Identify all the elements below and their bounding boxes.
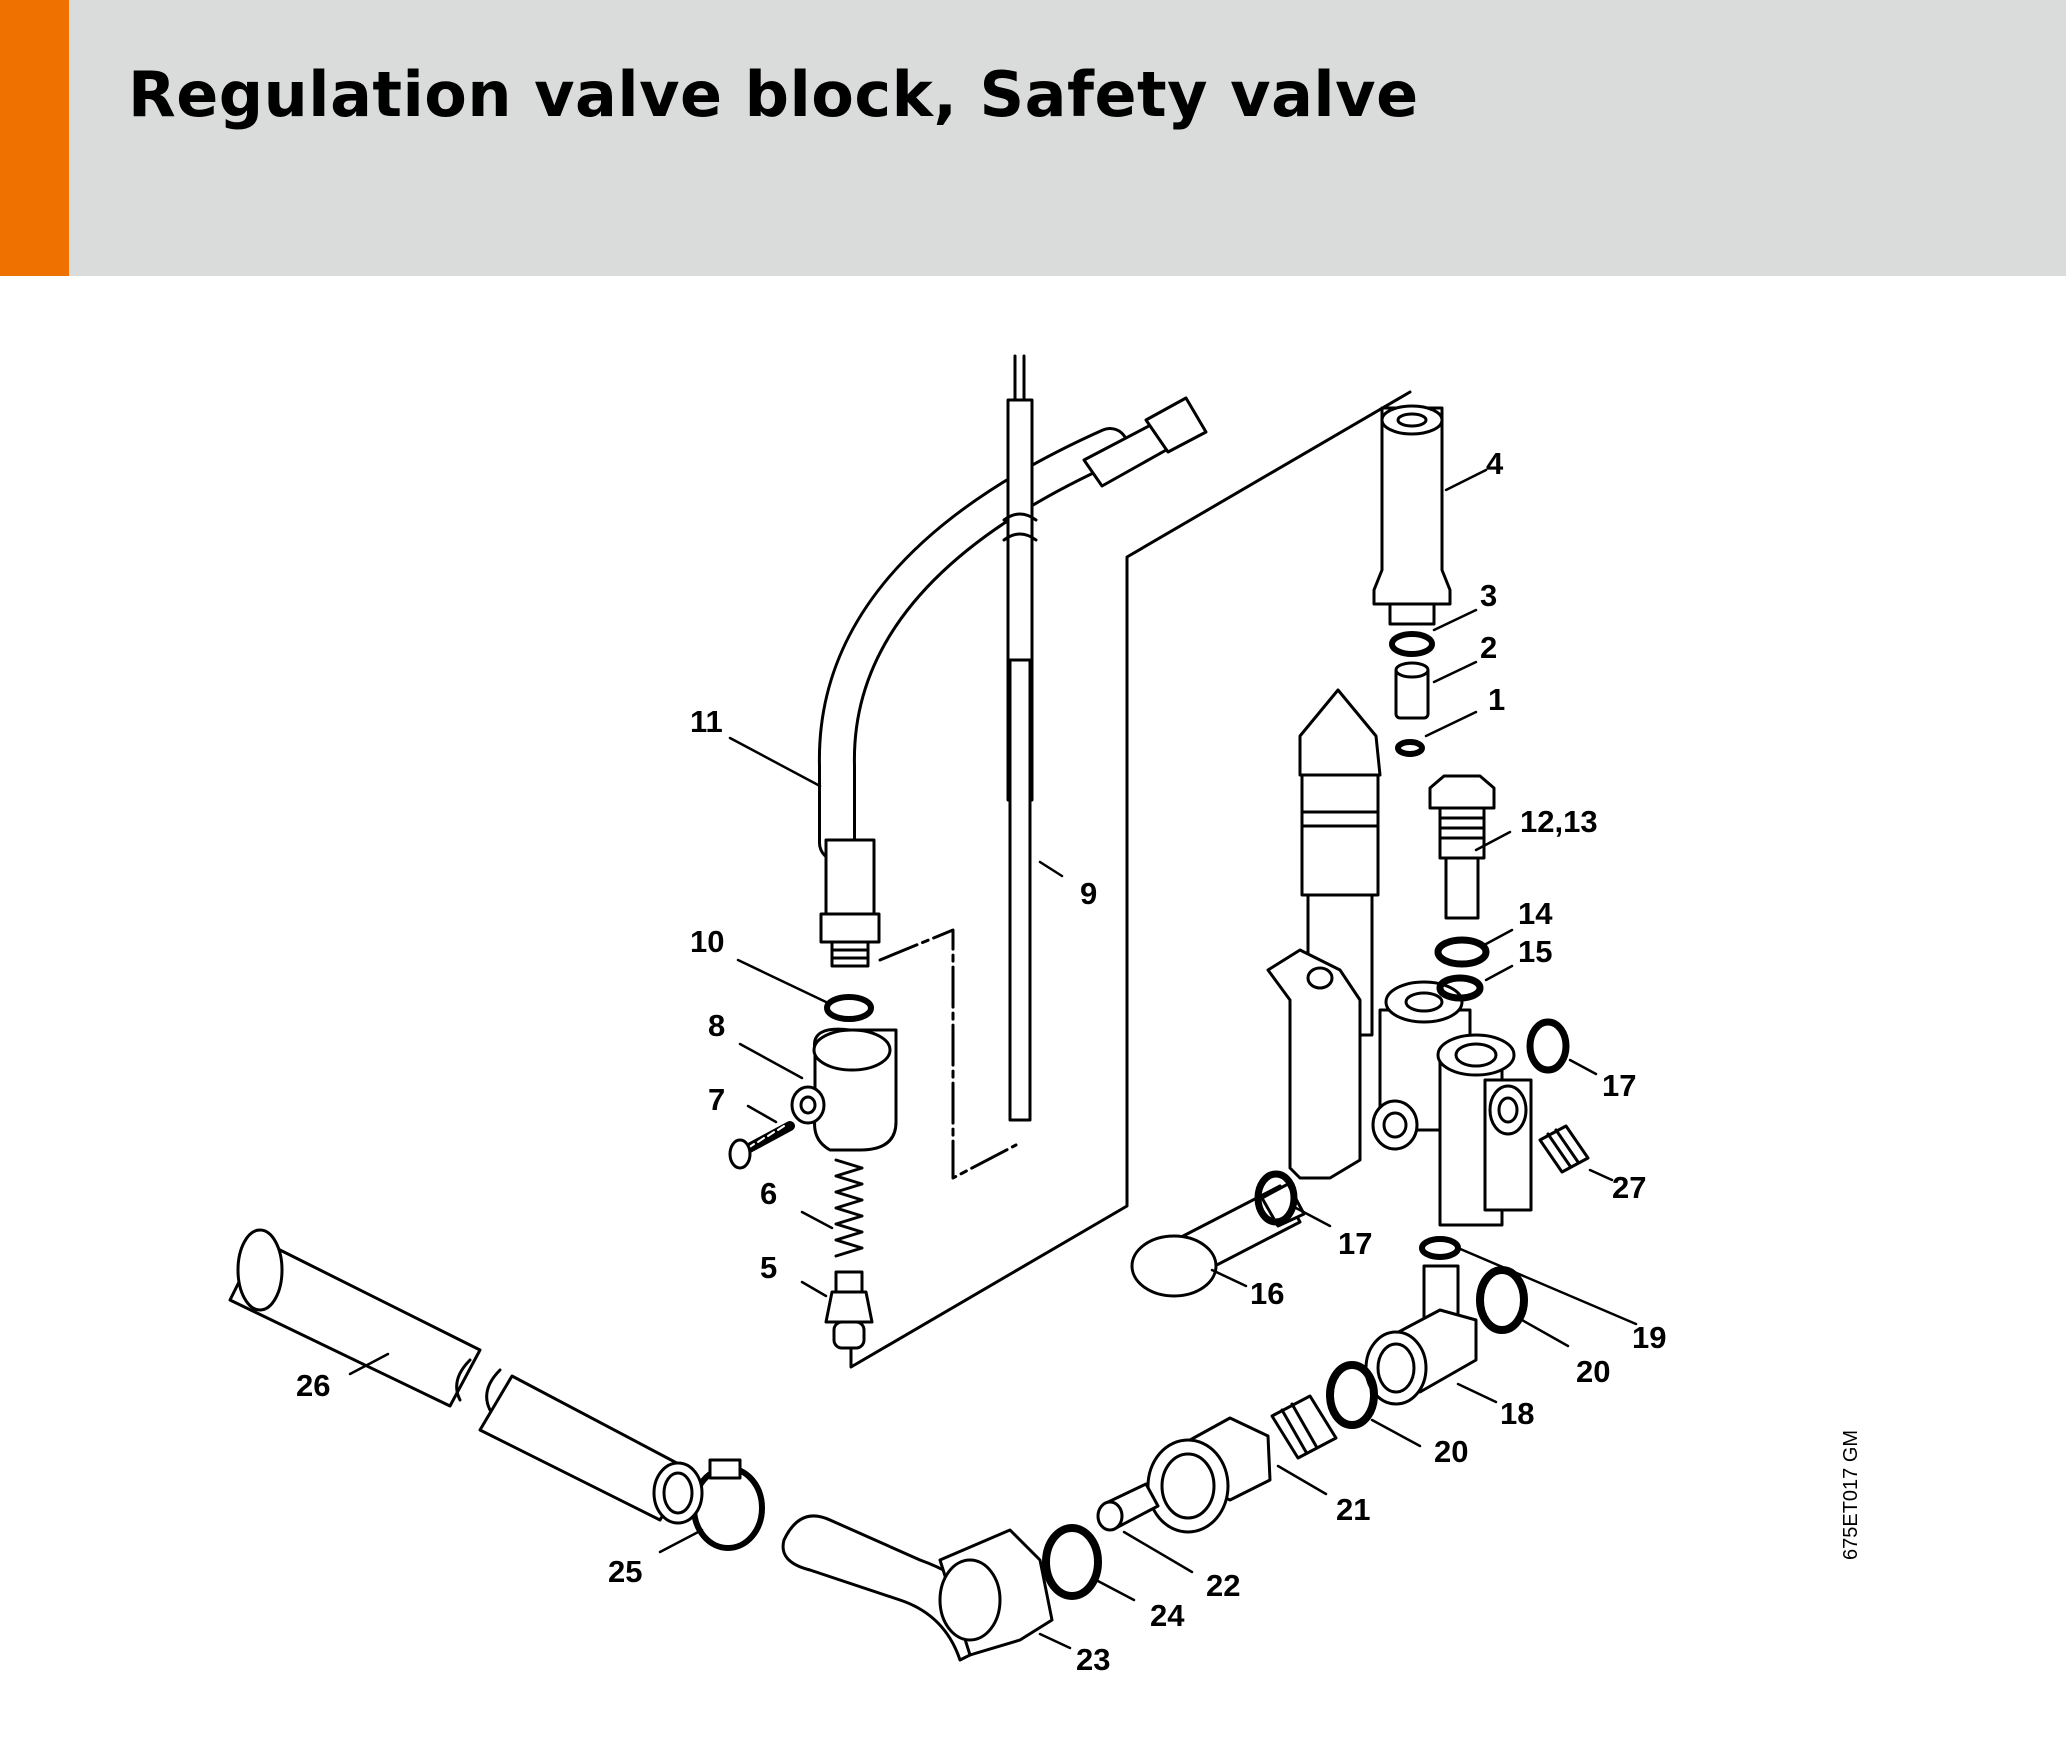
- callout-20-lower: 20: [1434, 1434, 1468, 1469]
- callout-19: 19: [1632, 1320, 1666, 1355]
- callout-23: 23: [1076, 1642, 1110, 1677]
- callout-2: 2: [1480, 630, 1497, 665]
- page-title: Regulation valve block, Safety valve: [128, 58, 1419, 131]
- valve-block-body: [1266, 688, 1533, 1227]
- page-header: Regulation valve block, Safety valve: [0, 0, 2066, 276]
- part-5-valve-insert: [824, 1270, 874, 1350]
- assembly-bracket-small: [878, 928, 1018, 1180]
- callout-4: 4: [1486, 446, 1504, 481]
- part-1-o-ring: [1395, 739, 1425, 757]
- part-9-probe: [1002, 354, 1038, 1122]
- callout-18: 18: [1500, 1396, 1534, 1431]
- part-6-spring: [834, 1158, 864, 1258]
- callout-24: 24: [1150, 1598, 1185, 1633]
- callout-9: 9: [1080, 876, 1097, 911]
- part-14-o-ring: [1434, 936, 1490, 968]
- part-4-accumulator: [1372, 404, 1452, 626]
- part-18-elbow: [1364, 1264, 1478, 1406]
- part-7-screw: [728, 1121, 795, 1170]
- part-25-hose-clamp: [691, 1458, 765, 1551]
- part-26-suction-hose: [228, 1228, 704, 1525]
- part-2-piston: [1394, 661, 1430, 720]
- callout-1: 1: [1488, 682, 1505, 717]
- callout-12-13: 12,13: [1520, 804, 1598, 839]
- callout-16: 16: [1250, 1276, 1284, 1311]
- part-11-hose: [817, 396, 1208, 968]
- callout-17-left: 17: [1338, 1226, 1372, 1261]
- callout-labels: 1 2 3 4 5 6 7 8 9 10 11 12,13 14 15 16 1…: [296, 446, 1666, 1677]
- part-3-o-ring: [1389, 631, 1435, 657]
- callout-21: 21: [1336, 1492, 1370, 1527]
- assembly-bracket: [849, 390, 1412, 1369]
- part-20-o-ring-lower: [1326, 1361, 1378, 1429]
- callout-27: 27: [1612, 1170, 1646, 1205]
- callout-6: 6: [760, 1176, 777, 1211]
- callout-11: 11: [690, 704, 723, 739]
- part-8-housing: [790, 1027, 898, 1152]
- part-15-o-ring: [1436, 974, 1484, 1002]
- callout-15: 15: [1518, 934, 1552, 969]
- callout-3: 3: [1480, 578, 1497, 613]
- callout-17-right: 17: [1602, 1068, 1636, 1103]
- callout-7: 7: [708, 1082, 725, 1117]
- part-12-13-relief-valve: [1428, 774, 1496, 920]
- callout-8: 8: [708, 1008, 725, 1043]
- part-22-filter: [1096, 1482, 1160, 1532]
- callout-5: 5: [760, 1250, 777, 1285]
- part-24-washer: [1042, 1524, 1102, 1600]
- part-27-plug: [1538, 1124, 1590, 1174]
- part-23-coupling: [781, 1514, 1054, 1662]
- callout-25: 25: [608, 1554, 642, 1589]
- part-17-o-ring-right: [1526, 1018, 1570, 1074]
- leader-lines: [348, 468, 1638, 1650]
- callout-26: 26: [296, 1368, 330, 1403]
- callout-20-upper: 20: [1576, 1354, 1610, 1389]
- part-19-o-ring: [1419, 1236, 1461, 1260]
- callout-10: 10: [690, 924, 724, 959]
- callout-14: 14: [1518, 896, 1553, 931]
- callout-22: 22: [1206, 1568, 1240, 1603]
- drawing-code: 675ET017 GM: [1840, 1429, 1862, 1560]
- part-10-o-ring: [824, 994, 874, 1022]
- accent-bar: [0, 0, 69, 276]
- part-20-o-ring-upper: [1476, 1266, 1528, 1334]
- exploded-parts-diagram: 1 2 3 4 5 6 7 8 9 10 11 12,13 14 15 16 1…: [228, 354, 1666, 1677]
- part-17-o-ring-left: [1254, 1170, 1298, 1226]
- part-21-connector: [1146, 1394, 1338, 1534]
